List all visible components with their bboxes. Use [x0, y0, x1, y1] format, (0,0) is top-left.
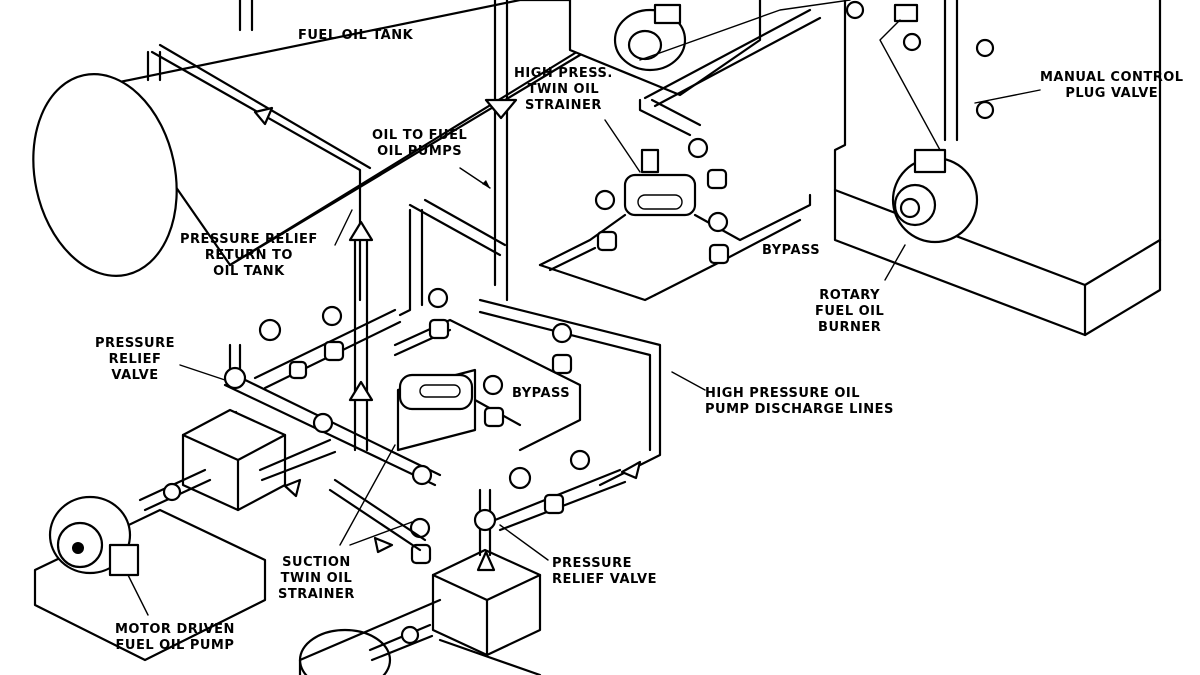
handwheel-icon — [707, 211, 729, 233]
label-line: FUEL OIL — [815, 304, 885, 319]
label-line: OIL TO FUEL — [372, 128, 468, 143]
label-manual-control-plug-valve: MANUAL CONTROL PLUG VALVE — [1040, 70, 1184, 102]
label-line: HIGH PRESSURE OIL — [705, 386, 860, 401]
flow-arrow-icon — [253, 106, 274, 126]
burner-housing-upper — [568, 0, 762, 97]
handwheel-icon — [551, 322, 573, 344]
handwheel-icon — [687, 137, 709, 159]
label-line: PLUG VALVE — [1065, 86, 1159, 101]
label-line: MANUAL CONTROL — [1040, 70, 1184, 85]
handwheel-icon — [569, 449, 591, 471]
label-bypass-lower: BYPASS — [512, 386, 570, 402]
pressure-gauge-icon — [258, 318, 282, 342]
label-pressure-relief-valve-right: PRESSURE RELIEF VALVE — [552, 556, 657, 588]
burner-housing-right — [833, 0, 1162, 337]
handwheel-icon — [975, 100, 995, 120]
label-line: RELIEF VALVE — [552, 572, 657, 587]
label-line: PUMP DISCHARGE LINES — [705, 402, 894, 417]
label-line: ROTARY — [819, 288, 880, 303]
label-line: PRESSURE — [95, 336, 176, 351]
handwheel-icon — [845, 0, 865, 20]
handwheel-icon — [482, 374, 504, 396]
flow-arrow-up-icon — [476, 550, 496, 572]
label-line: SUCTION — [282, 555, 351, 570]
valve-icon — [409, 517, 431, 539]
valve-icon — [312, 412, 334, 434]
high-press-strainer-assembly — [538, 8, 822, 302]
label-rotary-fuel-oil-burner: ROTARY FUEL OIL BURNER — [815, 288, 884, 336]
label-suction-twin-oil-strainer: SUCTION TWIN OIL STRAINER — [278, 555, 355, 603]
label-line: PRESSURE — [552, 556, 633, 571]
label-motor-driven-fuel-oil-pump: MOTOR DRIVEN FUEL OIL PUMP — [115, 622, 235, 654]
handwheel-icon — [975, 38, 995, 58]
label-line: STRAINER — [278, 587, 355, 602]
handwheel-icon — [594, 189, 616, 211]
label-fuel-oil-tank: FUEL OIL TANK — [298, 28, 413, 44]
label-line: PRESSURE RELIEF — [180, 232, 318, 247]
label-line: BYPASS — [512, 386, 571, 401]
label-line: STRAINER — [524, 98, 602, 113]
fuel-oil-tank — [32, 0, 582, 277]
label-bypass-upper: BYPASS — [762, 243, 820, 259]
tank-vent-pipes — [146, 0, 518, 302]
label-line: VALVE — [111, 368, 159, 383]
label-high-press-twin-oil-strainer: HIGH PRESS. TWIN OIL STRAINER — [514, 66, 613, 114]
label-line: FUEL OIL TANK — [298, 28, 414, 43]
label-line: TWIN OIL — [280, 571, 353, 586]
label-line: RELIEF — [108, 352, 162, 367]
label-line: BYPASS — [762, 243, 821, 258]
label-high-pressure-oil-pump-discharge-lines: HIGH PRESSURE OIL PUMP DISCHARGE LINES — [705, 386, 894, 418]
valve-icon — [411, 464, 433, 486]
flow-arrow-up-icon — [348, 220, 374, 242]
label-line: HIGH PRESS. — [514, 66, 613, 81]
flow-arrow-up-icon — [348, 380, 374, 402]
pressure-gauge-icon — [508, 466, 532, 490]
label-line: BURNER — [818, 320, 882, 335]
label-line: RETURN TO — [204, 248, 293, 263]
leader-lines — [127, 89, 1041, 616]
label-line: OIL PUMPS — [377, 144, 463, 159]
suction-strainer-assembly — [393, 287, 582, 452]
flow-arrow-down-icon — [484, 98, 518, 120]
label-oil-to-fuel-oil-pumps: OIL TO FUEL OIL PUMPS — [372, 128, 467, 160]
discharge-lines — [398, 198, 662, 487]
label-line: MOTOR DRIVEN — [115, 622, 235, 637]
handwheel-icon — [902, 32, 922, 52]
flow-arrow-icon — [620, 460, 642, 480]
motor-driven-pump-right — [283, 449, 627, 675]
label-line: TWIN OIL — [527, 82, 600, 97]
flow-arrow-icon — [283, 478, 302, 498]
relief-valve-icon — [223, 366, 247, 390]
burner-valves — [639, 0, 995, 151]
motor-driven-pump-left — [33, 408, 337, 662]
handwheel-icon — [427, 287, 449, 309]
flow-arrow-icon — [373, 536, 394, 554]
handwheel-icon — [321, 305, 343, 327]
label-line: OIL TANK — [213, 264, 285, 279]
label-pressure-relief-valve-left: PRESSURE RELIEF VALVE — [95, 336, 175, 384]
label-line: FUEL OIL PUMP — [115, 638, 235, 653]
relief-valve-icon — [473, 508, 497, 532]
label-pressure-relief-return: PRESSURE RELIEF RETURN TO OIL TANK — [180, 232, 318, 280]
